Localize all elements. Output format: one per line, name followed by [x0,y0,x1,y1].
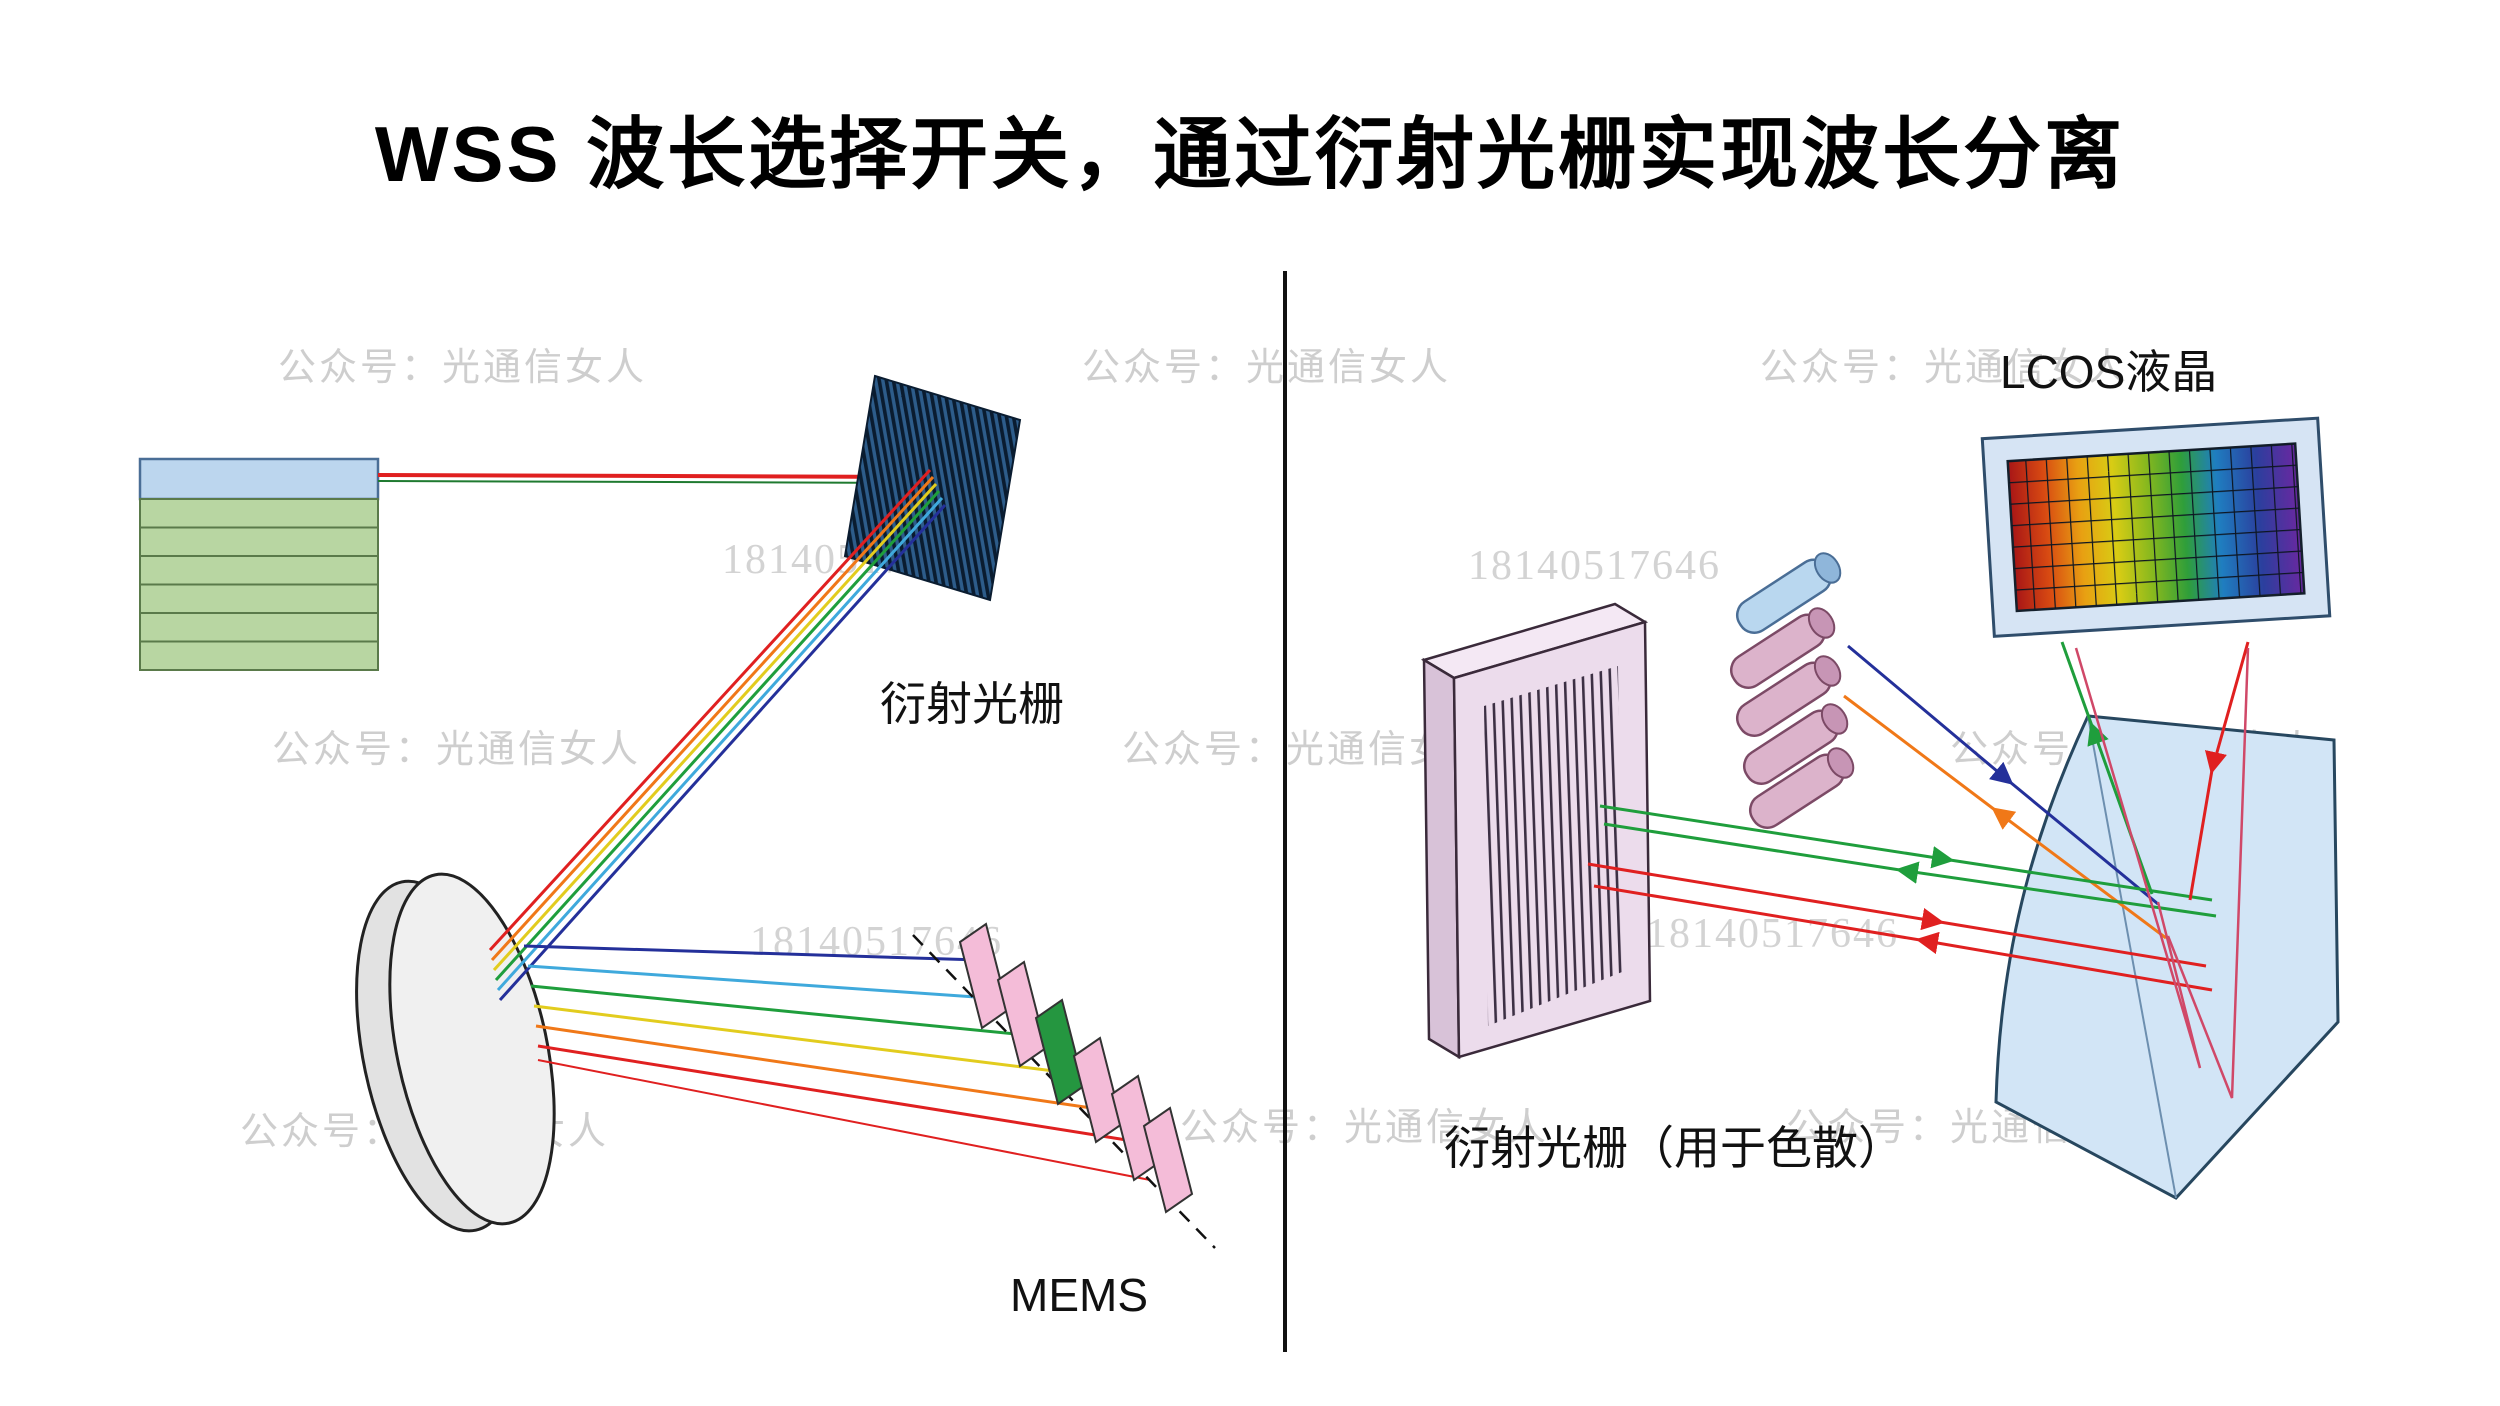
mems-mirror [958,922,1010,1030]
ray-navy-forward [1847,644,2159,906]
mems-mirror [1142,1106,1194,1214]
ray-orange-return [1843,694,2167,940]
input-beam [377,473,937,484]
mems-mirror-array [958,922,1194,1214]
watermark-number: 18140517646 [1468,543,1721,589]
watermark-text: 公众号：光通信女人 [1180,1107,1550,1149]
ray-green-return [1603,822,2217,918]
ray-crimson-internal [2166,647,2250,1099]
label-grating-right: 衍射光栅（用于色散） [1444,1122,1904,1174]
watermark-number: 18140517646 [1646,911,1899,957]
mems-mirror [996,960,1048,1068]
watermark-text: 公众号：光通信女人 [278,347,648,389]
label-lcos: LCOS液晶 [2000,346,2218,398]
fiber-collimator-stack [1729,552,1855,829]
ray-red-return [1593,884,2213,992]
mems-mirror-active [1034,998,1086,1106]
page-title: WSS 波长选择开关，通过衍射光栅实现波长分离 [374,110,2126,198]
ray-paths [1587,641,2250,1099]
fiber-array [138,457,380,671]
ray-green-forward [1599,804,2213,902]
dispersed-beam [488,468,947,1002]
watermark-text: 公众号：光通信女人 [1082,347,1452,389]
lcos-panel [1980,416,2332,638]
label-mems: MEMS [1010,1269,1148,1321]
lens-mirror [355,872,556,1233]
wavelength-fan [523,944,1165,1181]
ray-red-from-lcos [2188,641,2250,901]
label-grating-left: 衍射光栅 [880,678,1064,730]
mems-mirror [1072,1036,1124,1144]
watermark-text: 公众号：光通信女人 [272,729,642,771]
diffraction-grating-right [1420,602,1652,1060]
ray-red-forward [1587,862,2207,968]
ray-crimson-internal [2074,647,2202,1069]
watermark-text: 公众号：光通信女人 [1760,347,2130,389]
